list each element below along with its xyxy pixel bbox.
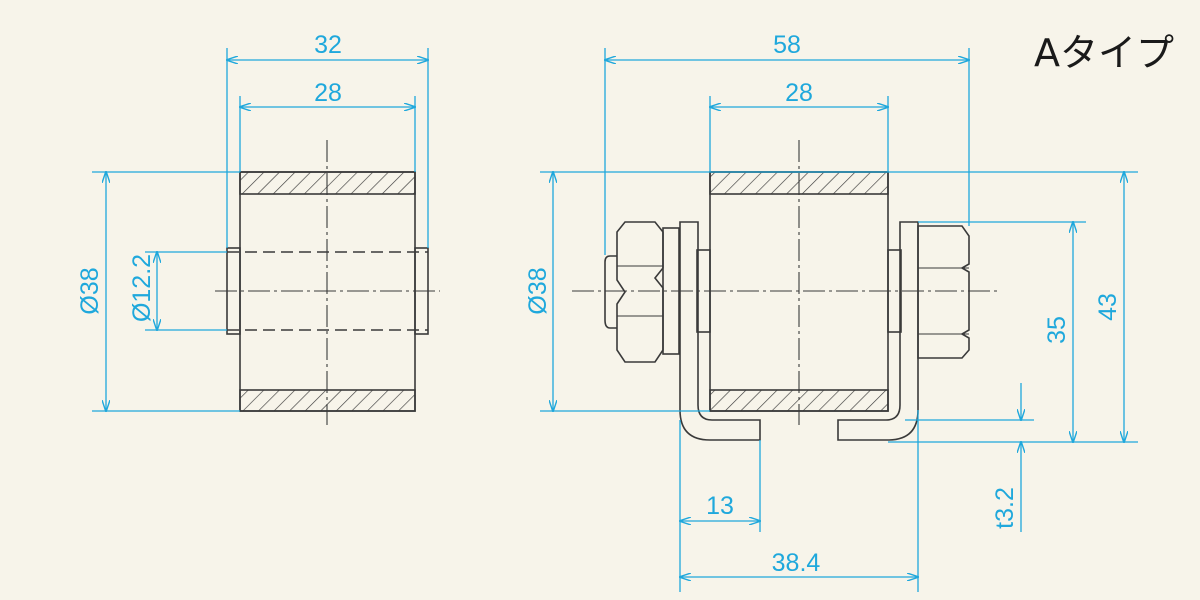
- right-bracket: [837, 221, 919, 441]
- front-dim-38-4-label: 38.4: [772, 549, 821, 577]
- bolt-tip: [604, 255, 617, 329]
- right-bolt-head: [917, 225, 970, 359]
- side-dimension-labels: 32 28 Ø38 Ø12.2: [76, 31, 342, 322]
- front-dim-t-label: t3.2: [991, 487, 1019, 529]
- side-dim-bore-label: Ø12.2: [128, 254, 156, 322]
- side-dim-32-label: 32: [314, 31, 342, 59]
- front-dim-13-label: 13: [706, 492, 734, 520]
- front-dimension-labels: 58 28 Ø38 43 35 t3.2 13 38.4: [524, 31, 1122, 577]
- side-dim-28-label: 28: [314, 79, 342, 107]
- front-view: [572, 140, 1000, 441]
- front-dimensions: [540, 48, 1138, 592]
- front-dim-43-label: 43: [1094, 293, 1122, 321]
- front-dim-58-label: 58: [773, 31, 801, 59]
- front-dim-28-label: 28: [785, 79, 813, 107]
- side-dimensions: [92, 48, 428, 411]
- side-view: [215, 140, 440, 425]
- front-dim-od-label: Ø38: [524, 267, 552, 314]
- front-dim-35-label: 35: [1043, 316, 1071, 344]
- left-nut: [616, 221, 664, 363]
- left-bracket: [679, 221, 761, 441]
- side-dim-od-label: Ø38: [76, 267, 104, 314]
- drawing-title: Aタイプ: [1034, 31, 1174, 75]
